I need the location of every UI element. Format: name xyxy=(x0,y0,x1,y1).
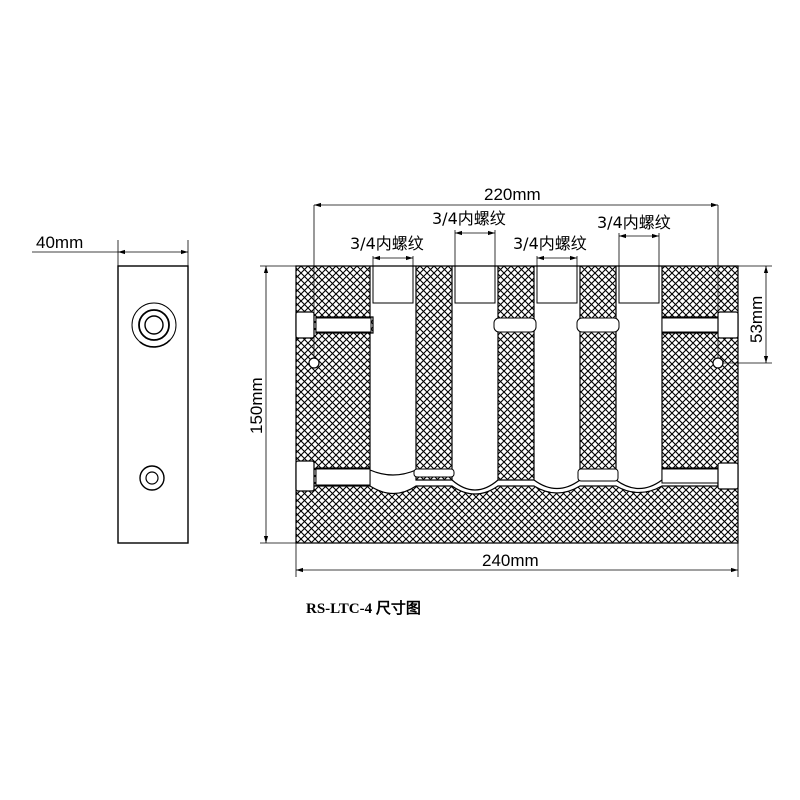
front-section-view xyxy=(295,265,739,544)
thread-label-2: 3/4内螺纹 xyxy=(432,209,506,228)
side-lower-port xyxy=(139,465,165,491)
height-label: 150mm xyxy=(247,377,266,434)
port-height-dimension: 53mm xyxy=(722,265,772,364)
thread-recesses xyxy=(372,266,660,304)
side-width-label: 40mm xyxy=(36,233,83,252)
drawing-caption: RS-LTC-4 尺寸图 xyxy=(306,601,421,617)
total-length-label: 240mm xyxy=(482,551,539,570)
thread-dimension-1: 3/4内螺纹 xyxy=(350,234,424,266)
side-upper-port xyxy=(131,302,177,348)
thread-dimension-2: 3/4内螺纹 xyxy=(432,209,506,266)
side-port-plugs xyxy=(295,311,739,492)
port-spacing-dimension: 220mm xyxy=(313,185,719,358)
side-view: 40mm xyxy=(32,233,189,544)
thread-dimension-3: 3/4内螺纹 xyxy=(513,234,587,266)
hatched-body xyxy=(295,265,739,544)
port-height-label: 53mm xyxy=(747,296,766,343)
thread-label-4: 3/4内螺纹 xyxy=(597,213,671,232)
port-spacing-label: 220mm xyxy=(484,185,541,204)
thread-dimension-4: 3/4内螺纹 xyxy=(597,213,671,266)
total-length-dimension: 240mm xyxy=(295,543,739,577)
side-view-body xyxy=(117,265,189,544)
thread-label-3: 3/4内螺纹 xyxy=(513,234,587,253)
height-dimension: 150mm xyxy=(247,265,296,544)
thread-label-1: 3/4内螺纹 xyxy=(350,234,424,253)
mount-hole-left xyxy=(308,357,320,369)
mount-hole-right xyxy=(712,357,724,369)
